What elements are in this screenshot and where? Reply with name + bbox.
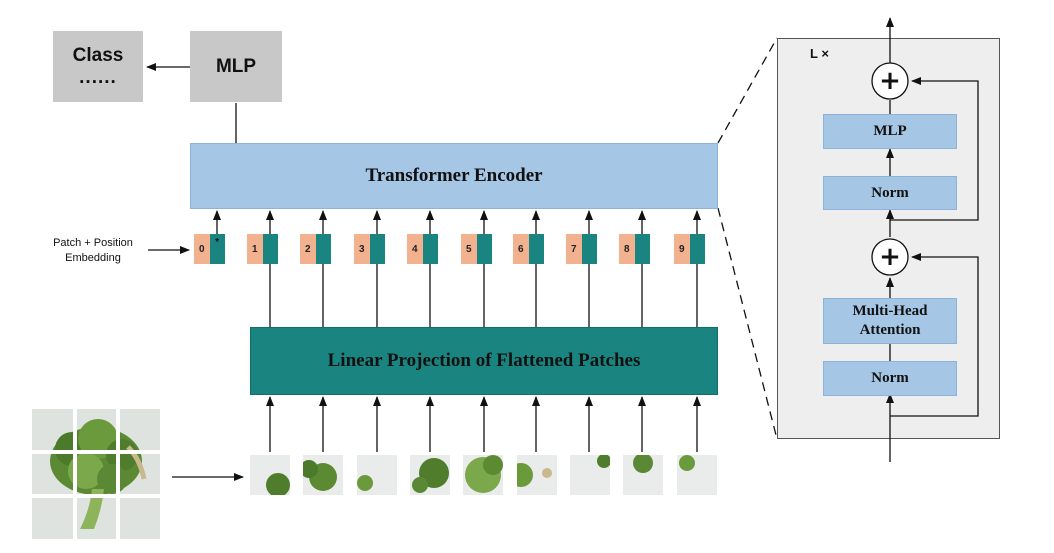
block-norm-bottom-label: Norm xyxy=(871,370,909,386)
position-index: 7 xyxy=(566,234,582,264)
image-patch-5 xyxy=(463,455,503,495)
token-0: 0* xyxy=(194,234,225,264)
add-circle-bottom: + xyxy=(871,238,909,276)
position-index: 8 xyxy=(619,234,635,264)
repeat-label: L × xyxy=(810,46,829,61)
patch-embedding xyxy=(422,234,438,264)
position-index: 9 xyxy=(674,234,690,264)
mlp-head-label: MLP xyxy=(215,55,257,77)
patch-embedding: * xyxy=(209,234,225,264)
embedding-label-line1: Patch + Position xyxy=(53,237,133,249)
image-patch-3 xyxy=(357,455,397,495)
token-7: 7 xyxy=(566,234,597,264)
class-dots: ...... xyxy=(79,66,117,88)
block-norm-top-label: Norm xyxy=(871,184,909,201)
image-patch-8 xyxy=(623,455,663,495)
position-index: 0 xyxy=(194,234,210,264)
patch-embedding xyxy=(369,234,385,264)
position-index: 4 xyxy=(407,234,423,264)
class-output-box: Class ...... xyxy=(53,31,143,102)
token-5: 5 xyxy=(461,234,492,264)
patch-embedding xyxy=(634,234,650,264)
token-8: 8 xyxy=(619,234,650,264)
position-index: 6 xyxy=(513,234,529,264)
svg-text:+: + xyxy=(879,242,901,272)
token-9: 9 xyxy=(674,234,705,264)
patch-to-projection-arrows xyxy=(266,396,701,452)
position-index: 2 xyxy=(300,234,316,264)
embedding-label-line2: Embedding xyxy=(65,252,121,264)
patch-embedding xyxy=(315,234,331,264)
image-patch-7 xyxy=(570,455,610,495)
mlp-head-box: MLP xyxy=(190,31,282,102)
token-1: 1 xyxy=(247,234,278,264)
block-norm-bottom-box: Norm xyxy=(823,361,957,396)
svg-text:+: + xyxy=(879,66,901,96)
transformer-encoder-box: Transformer Encoder xyxy=(190,143,718,209)
token-2: 2 xyxy=(300,234,331,264)
block-attention-line2: Attention xyxy=(859,322,921,338)
image-patch-9 xyxy=(677,455,717,495)
linear-projection-label: Linear Projection of Flattened Patches xyxy=(327,350,641,371)
image-patch-1 xyxy=(250,455,290,495)
image-patch-2 xyxy=(303,455,343,495)
image-patch-4 xyxy=(410,455,450,495)
main-arrows xyxy=(146,63,244,481)
block-attention-box: Multi-Head Attention xyxy=(823,298,957,344)
token-to-encoder-arrows xyxy=(213,210,701,234)
linear-projection-box: Linear Projection of Flattened Patches xyxy=(250,327,718,395)
token-3: 3 xyxy=(354,234,385,264)
add-circle-top: + xyxy=(871,62,909,100)
patch-embedding xyxy=(581,234,597,264)
patch-embedding xyxy=(476,234,492,264)
broccoli-image-icon xyxy=(32,409,160,539)
block-mlp-box: MLP xyxy=(823,114,957,149)
block-norm-top-box: Norm xyxy=(823,176,957,210)
zoom-dashed-lines xyxy=(717,37,778,440)
projection-to-token-lines xyxy=(269,264,698,327)
image-patch-6 xyxy=(517,455,557,495)
position-index: 3 xyxy=(354,234,370,264)
patch-embedding xyxy=(262,234,278,264)
block-mlp-label: MLP xyxy=(873,123,907,139)
class-label: Class xyxy=(72,44,124,66)
position-index: 5 xyxy=(461,234,477,264)
embedding-label: Patch + Position Embedding xyxy=(40,236,146,266)
transformer-encoder-label: Transformer Encoder xyxy=(365,165,543,186)
token-4: 4 xyxy=(407,234,438,264)
patch-embedding xyxy=(528,234,544,264)
block-attention-line1: Multi-Head xyxy=(852,303,928,319)
token-6: 6 xyxy=(513,234,544,264)
position-index: 1 xyxy=(247,234,263,264)
patch-embedding xyxy=(689,234,705,264)
